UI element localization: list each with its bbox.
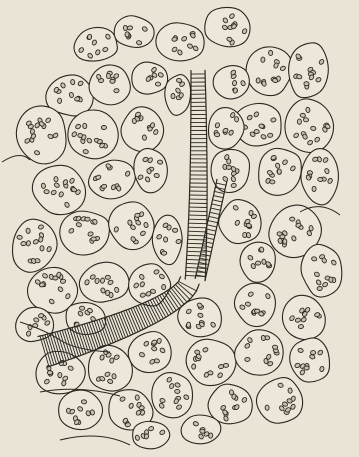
cell-nucleus — [261, 335, 266, 341]
cell-nucleus — [245, 357, 250, 361]
cell-nucleus — [85, 217, 90, 221]
cell-nucleus — [132, 118, 137, 124]
cell-nucleus — [87, 34, 91, 39]
cell-nucleus — [114, 88, 120, 93]
cell-nucleus — [214, 132, 220, 137]
cell-nucleus — [304, 81, 310, 86]
cell-nucleus — [112, 374, 116, 380]
vessel-ring — [189, 215, 207, 216]
cell-nucleus — [161, 251, 167, 256]
cell-nucleus — [256, 78, 261, 84]
cell-nucleus — [41, 183, 46, 189]
vessel-ring — [188, 227, 207, 228]
cell-nucleus — [30, 129, 35, 135]
cell-nucleus — [58, 372, 62, 377]
cell-nucleus — [135, 213, 140, 217]
cell-lobule — [152, 373, 193, 418]
cell-lobule — [133, 421, 170, 448]
cell-nucleus — [305, 107, 310, 113]
cell-nucleus — [127, 25, 133, 30]
cell-nucleus — [207, 370, 213, 375]
cell-nucleus — [44, 190, 49, 194]
cell-nucleus — [100, 278, 105, 284]
cell-nucleus — [70, 79, 75, 85]
cell-nucleus — [173, 228, 178, 232]
cell-nucleus — [233, 88, 238, 94]
cell-nucleus — [255, 261, 261, 266]
vessel-ring — [189, 211, 207, 212]
cell-nucleus — [317, 286, 322, 290]
cell-lobule — [132, 62, 168, 94]
cell-lobule — [156, 23, 204, 61]
vessel-ring — [189, 219, 207, 220]
cell-nucleus — [54, 176, 59, 182]
cell-nucleus — [105, 290, 110, 296]
cell-nucleus — [304, 366, 309, 370]
cell-nucleus — [298, 324, 304, 328]
cell-nucleus — [58, 98, 62, 103]
cell-nucleus — [186, 322, 191, 328]
cell-nucleus — [155, 82, 160, 86]
cell-nucleus — [17, 235, 22, 239]
cell-nucleus — [110, 79, 115, 83]
cell-nucleus — [232, 394, 237, 400]
cell-nucleus — [162, 284, 166, 289]
cell-nucleus — [328, 277, 333, 283]
cell-nucleus — [232, 80, 237, 86]
cell-nucleus — [21, 241, 27, 246]
cell-nucleus — [223, 363, 228, 367]
cell-nucleus — [163, 237, 167, 242]
cell-nucleus — [109, 358, 114, 364]
cell-nucleus — [303, 117, 309, 122]
cell-lobule — [181, 415, 221, 444]
cell-nucleus — [105, 275, 111, 280]
cell-nucleus — [125, 422, 131, 427]
cell-nucleus — [270, 180, 275, 184]
cell-nucleus — [142, 135, 147, 141]
cell-lobule — [165, 75, 191, 116]
cell-nucleus — [272, 345, 278, 350]
cell-nucleus — [125, 31, 130, 37]
cell-nucleus — [271, 118, 277, 123]
cell-nucleus — [261, 57, 266, 63]
cell-nucleus — [171, 93, 175, 98]
cell-nucleus — [290, 217, 295, 221]
cell-nucleus — [311, 351, 316, 355]
cell-nucleus — [157, 160, 163, 165]
cell-nucleus — [231, 183, 237, 188]
cell-nucleus — [79, 306, 85, 311]
cell-nucleus — [106, 73, 110, 78]
cell-nucleus — [283, 239, 287, 244]
cell-nucleus — [234, 116, 239, 122]
cell-nucleus — [192, 364, 196, 369]
cell-nucleus — [265, 405, 269, 410]
cell-nucleus — [317, 177, 323, 182]
vessel-ring — [188, 223, 206, 224]
cell-nucleus — [83, 149, 89, 154]
cell-nucleus — [312, 186, 316, 192]
cell-nucleus — [91, 237, 97, 242]
cell-nucleus — [268, 50, 273, 56]
cell-nucleus — [226, 165, 231, 169]
cell-nucleus — [47, 371, 52, 375]
cell-lobule — [59, 390, 103, 430]
cell-nucleus — [288, 388, 293, 394]
cell-nucleus — [83, 123, 87, 128]
cell-nucleus — [297, 119, 301, 124]
cell-nucleus — [101, 125, 106, 129]
cell-nucleus — [40, 246, 44, 251]
cell-nucleus — [135, 395, 139, 400]
cell-nucleus — [81, 399, 87, 404]
cell-nucleus — [267, 133, 273, 138]
cell-nucleus — [175, 389, 181, 393]
cell-nucleus — [300, 113, 306, 118]
cell-nucleus — [277, 169, 281, 174]
